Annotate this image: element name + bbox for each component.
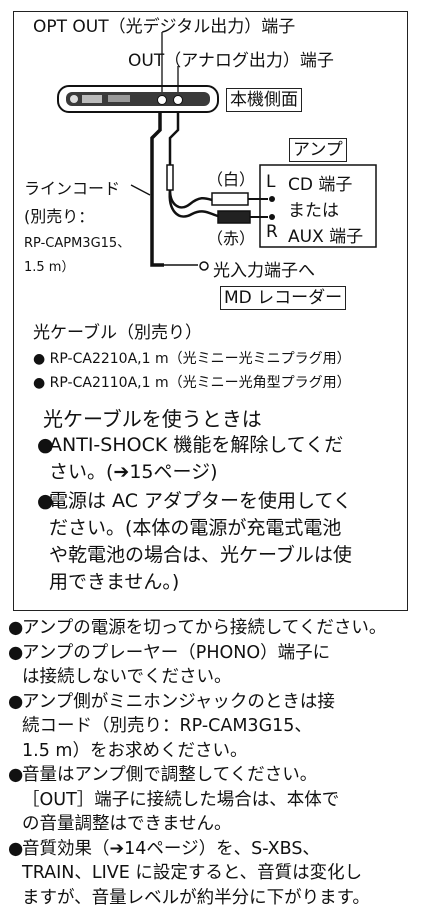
- instruction-line: さい。(➔15ページ): [49, 461, 218, 483]
- optical-input-label: 光入力端子へ: [213, 261, 315, 281]
- instruction-line: ANTI-SHOCK 機能を解除してくだ: [49, 434, 344, 456]
- note-line: 音質効果（➔14ページ）を、S-XBS、: [22, 838, 320, 859]
- note-line: 続コード（別売り：RP-CAM3G15、: [22, 716, 312, 736]
- note-line: アンプのプレーヤー（PHONO）端子に: [22, 642, 331, 663]
- instruction-line: 用できません。): [49, 571, 180, 593]
- or-label: または: [288, 201, 339, 221]
- instruction-item: ● 電源は AC アダプターを使用してく ださい。(本体の電源が充電式電池 や乾…: [37, 488, 394, 596]
- note-line: アンプ側がミニホンジャックのときは接: [22, 691, 335, 712]
- amp-label: アンプ: [289, 138, 347, 162]
- notes-list: ● アンプの電源を切ってから接続してください。 ● アンプのプレーヤー（PHON…: [8, 616, 416, 910]
- instruction-line: や乾電池の場合は、光ケーブルは使: [49, 544, 352, 566]
- note-line: アンプの電源を切ってから接続してください。: [22, 618, 387, 638]
- note-item: ● アンプ側がミニホンジャックのときは接 続コード（別売り：RP-CAM3G15…: [8, 690, 416, 764]
- line-cord-sold-separately: (別売り：: [24, 207, 95, 226]
- note-line: は接続しないでください。: [22, 667, 232, 687]
- line-cord-model: RP-CAPM3G15、: [24, 236, 131, 251]
- cable-model-item: ● RP-CA2210A,1 m（光ミニー光ミニプラグ用）: [33, 351, 351, 367]
- aux-terminal-label: AUX 端子: [288, 227, 364, 247]
- note-line: ［OUT］端子に接続した場合は、本体で: [22, 789, 340, 810]
- note-line: ますが、音量レベルが約半分に下がります。: [22, 887, 370, 908]
- cable-model-text: RP-CA2110A,1 m（光ミニー光角型プラグ用）: [49, 375, 351, 391]
- md-recorder-label: MD レコーダー: [220, 286, 347, 310]
- optical-cable-label: 光ケーブル（別売り）: [33, 323, 202, 343]
- note-line: TRAIN、LIVE に設定すると、音質は変化し: [22, 863, 363, 883]
- portable-unit: [57, 85, 219, 113]
- diagram-frame: [13, 11, 408, 611]
- instruction-line: 電源は AC アダプターを使用してく: [49, 490, 352, 512]
- cable-model-text: RP-CA2210A,1 m（光ミニー光ミニプラグ用）: [49, 351, 351, 367]
- note-line: の音量調整はできません。: [22, 814, 232, 834]
- line-cord-label: ラインコード: [24, 179, 121, 198]
- note-item: ● アンプの電源を切ってから接続してください。: [8, 616, 416, 641]
- out-label: OUT（アナログ出力）端子: [128, 51, 334, 71]
- red-label: （赤）: [207, 229, 256, 248]
- white-label: （白）: [207, 170, 256, 189]
- cable-model-item: ● RP-CA2110A,1 m（光ミニー光角型プラグ用）: [33, 375, 351, 391]
- instruction-line: ださい。(本体の電源が充電式電池: [49, 517, 342, 539]
- cd-terminal-label: CD 端子: [288, 175, 353, 195]
- instruction-item: ● ANTI-SHOCK 機能を解除してくだ さい。(➔15ページ): [37, 432, 394, 486]
- l-channel-label: L: [266, 172, 276, 192]
- note-item: ● アンプのプレーヤー（PHONO）端子に は接続しないでください。: [8, 641, 416, 690]
- note-line: 音量はアンプ側で調整してください。: [22, 765, 318, 785]
- note-item: ● 音量はアンプ側で調整してください。 ［OUT］端子に接続した場合は、本体で …: [8, 763, 416, 837]
- unit-side-label: 本機側面: [226, 88, 302, 112]
- note-line: 1.5 m）をお求めください。: [22, 740, 248, 761]
- instructions-heading: 光ケーブルを使うときは: [43, 407, 262, 431]
- note-item: ● 音質効果（➔14ページ）を、S-XBS、 TRAIN、LIVE に設定すると…: [8, 837, 416, 911]
- opt-out-label: OPT OUT（光デジタル出力）端子: [33, 17, 296, 37]
- r-channel-label: R: [266, 222, 278, 242]
- line-cord-length: 1.5 m）: [24, 260, 75, 275]
